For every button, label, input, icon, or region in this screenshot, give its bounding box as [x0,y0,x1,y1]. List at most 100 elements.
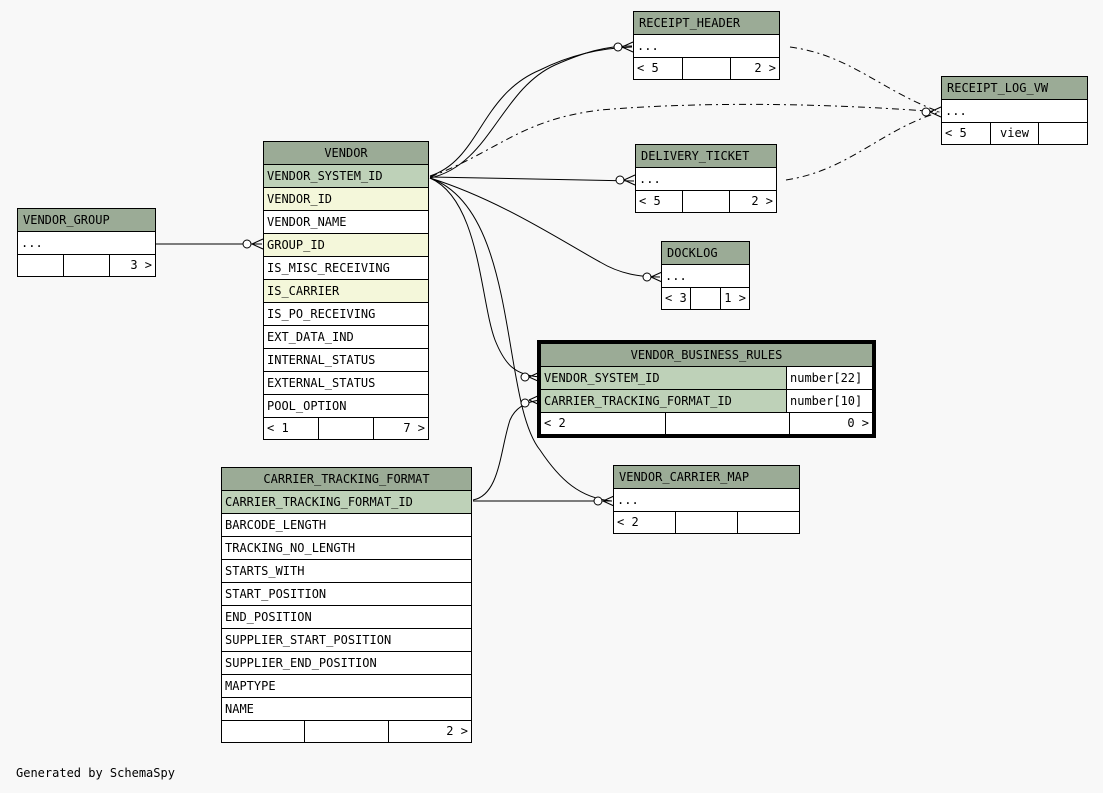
column-external-status[interactable]: EXTERNAL_STATUS [264,372,428,395]
column-supplier-end-position[interactable]: SUPPLIER_END_POSITION [222,652,471,675]
table-row: ... [614,489,799,512]
column-ext-data-ind[interactable]: EXT_DATA_IND [264,326,428,349]
column-is-misc-receiving[interactable]: IS_MISC_RECEIVING [264,257,428,280]
row-count [683,191,730,212]
table-vendor-group[interactable]: VENDOR_GROUP ... 3 > [17,208,156,277]
marker-delivery-ticket [615,174,636,186]
generated-by-credit: Generated by SchemaSpy [16,766,175,780]
column-group-id[interactable]: GROUP_ID [264,234,428,257]
child-count: 7 > [403,421,425,435]
table-title[interactable]: CARRIER_TRACKING_FORMAT [222,468,471,491]
column-vendor-id[interactable]: VENDOR_ID [264,188,428,211]
column-internal-status[interactable]: INTERNAL_STATUS [264,349,428,372]
row-count [683,58,732,79]
table-row: ... [634,35,779,58]
table-type: view [991,123,1040,144]
table-row: ... [942,100,1087,123]
row-count [319,418,374,439]
parent-count: < 5 [636,191,683,212]
parent-count: < 2 [614,512,676,533]
column-maptype[interactable]: MAPTYPE [222,675,471,698]
table-footer: < 3 1 > [662,288,749,309]
column-vendor-name[interactable]: VENDOR_NAME [264,211,428,234]
marker-vendor-group-id [242,238,264,250]
column-vendor-system-id[interactable]: VENDOR_SYSTEM_ID [264,165,428,188]
edge-vendor-vcm [429,177,613,502]
column-pool-option[interactable]: POOL_OPTION [264,395,428,418]
table-footer: < 5 2 > [634,58,779,79]
parent-count: < 2 [541,413,666,434]
child-count: 1 > [724,291,746,305]
column-end-position[interactable]: END_POSITION [222,606,471,629]
table-row: ... [636,168,776,191]
table-title[interactable]: VENDOR [264,142,428,165]
table-title[interactable]: VENDOR_GROUP [18,209,155,232]
column-carrier-tracking-format-id[interactable]: CARRIER_TRACKING_FORMAT_ID [222,491,471,514]
parent-count: < 3 [662,288,692,309]
table-vendor-business-rules[interactable]: VENDOR_BUSINESS_RULES VENDOR_SYSTEM_ID n… [537,340,876,438]
table-carrier-tracking-format[interactable]: CARRIER_TRACKING_FORMAT CARRIER_TRACKING… [221,467,472,743]
table-row: ... [18,232,155,255]
table-receipt-log-vw[interactable]: RECEIPT_LOG_VW ... < 5 view [941,76,1088,145]
edge-vendor-vbr [429,177,541,378]
table-title[interactable]: DELIVERY_TICKET [636,145,776,168]
table-docklog[interactable]: DOCKLOG ... < 3 1 > [661,241,750,310]
table-row: ... [662,265,749,288]
column-starts-with[interactable]: STARTS_WITH [222,560,471,583]
edge-vendor-receipt-header-2 [429,45,633,179]
marker-receipt-log-vw [921,106,942,118]
edge-dt-rlv [785,111,941,181]
edge-rh-rlv [789,46,941,113]
column-barcode-length[interactable]: BARCODE_LENGTH [222,514,471,537]
table-vendor[interactable]: VENDOR VENDOR_SYSTEM_ID VENDOR_ID VENDOR… [263,141,429,440]
row-count [691,288,721,309]
table-delivery-ticket[interactable]: DELIVERY_TICKET ... < 5 2 > [635,144,777,213]
parent-count [222,721,306,742]
edge-vendor-docklog [429,177,661,278]
child-count [1039,123,1087,144]
row-count [676,512,738,533]
table-title[interactable]: RECEIPT_LOG_VW [942,77,1087,100]
child-count: 2 > [446,724,468,738]
column-start-position[interactable]: START_POSITION [222,583,471,606]
column-type: number[10] [787,390,872,412]
marker-vendor-carrier-map [593,495,615,507]
edge-vendor-receipt-log [429,103,941,178]
marker-receipt-header [613,41,634,53]
table-title[interactable]: RECEIPT_HEADER [634,12,779,35]
edge-ctf-vbr [472,399,541,501]
parent-count: < 1 [264,418,319,439]
marker-docklog [642,271,663,283]
table-title[interactable]: VENDOR_BUSINESS_RULES [541,344,872,367]
edge-vendor-delivery-ticket [429,176,635,182]
table-footer: 2 > [222,721,471,742]
row-count [305,721,389,742]
table-receipt-header[interactable]: RECEIPT_HEADER ... < 5 2 > [633,11,780,80]
column-carrier-tracking-format-id[interactable]: CARRIER_TRACKING_FORMAT_ID number[10] [541,390,872,413]
table-title[interactable]: VENDOR_CARRIER_MAP [614,466,799,489]
parent-count: < 5 [634,58,683,79]
column-supplier-start-position[interactable]: SUPPLIER_START_POSITION [222,629,471,652]
column-tracking-no-length[interactable]: TRACKING_NO_LENGTH [222,537,471,560]
column-name: VENDOR_SYSTEM_ID [541,367,787,389]
column-is-carrier[interactable]: IS_CARRIER [264,280,428,303]
child-count [738,512,799,533]
child-count: 3 > [130,258,152,272]
table-footer: < 1 7 > [264,418,428,439]
parent-count [18,255,64,276]
table-vendor-carrier-map[interactable]: VENDOR_CARRIER_MAP ... < 2 [613,465,800,534]
marker-vbr-vendor-system-id [520,371,541,383]
marker-vbr-ctf-id [520,394,541,408]
column-is-po-receiving[interactable]: IS_PO_RECEIVING [264,303,428,326]
column-name[interactable]: NAME [222,698,471,721]
table-footer: < 2 0 > [541,413,872,434]
child-count: 2 > [754,61,777,75]
child-count: 2 > [751,194,773,208]
column-vendor-system-id[interactable]: VENDOR_SYSTEM_ID number[22] [541,367,872,390]
row-count [64,255,110,276]
child-count: 0 > [847,416,869,430]
row-count [666,413,790,434]
table-title[interactable]: DOCKLOG [662,242,749,265]
table-footer: < 5 2 > [636,191,776,212]
